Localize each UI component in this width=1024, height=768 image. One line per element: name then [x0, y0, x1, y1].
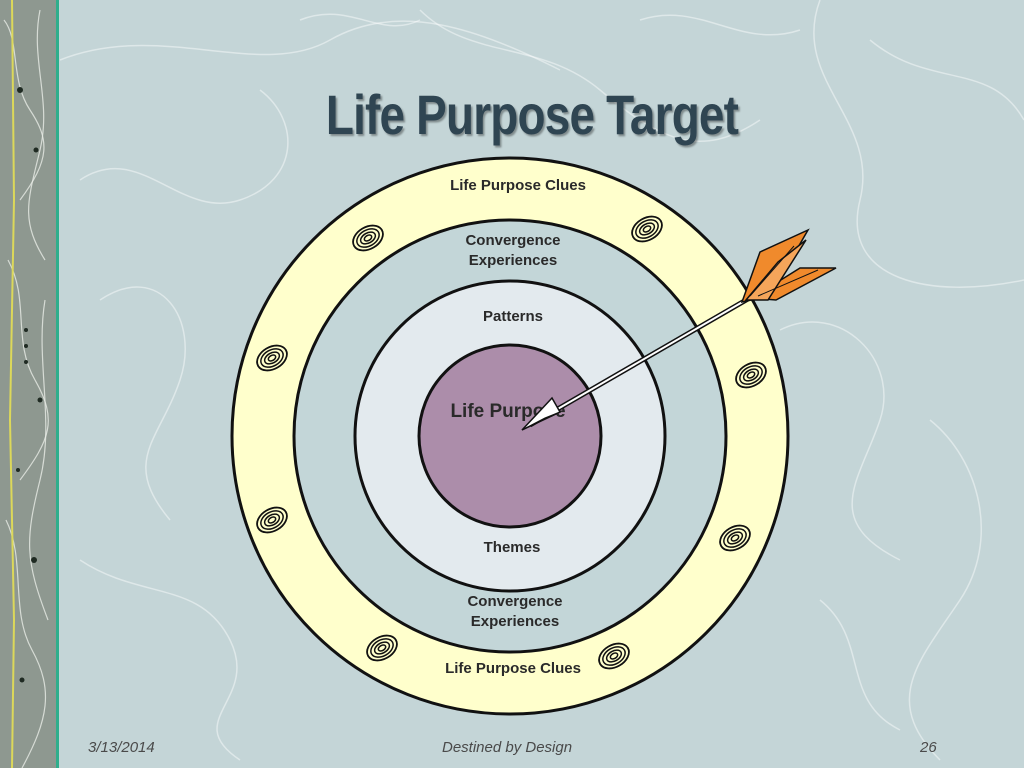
- patterns-label: Patterns: [482, 308, 544, 325]
- page-number: 26: [920, 739, 937, 756]
- convergence-label-top: Convergence Experiences: [465, 232, 561, 269]
- footer-date: 3/13/2014: [88, 739, 155, 756]
- slide-title: Life Purpose Target: [325, 83, 739, 146]
- decorative-map-strip: [0, 0, 59, 768]
- outer-ring-label-top: Life Purpose Clues: [450, 177, 586, 194]
- footer-title: Destined by Design: [442, 739, 573, 756]
- outer-ring-label-bottom: Life Purpose Clues: [445, 660, 581, 677]
- center-circle: [417, 343, 603, 529]
- convergence-label-bottom: Convergence Experiences: [467, 593, 563, 630]
- themes-label: Themes: [483, 539, 541, 556]
